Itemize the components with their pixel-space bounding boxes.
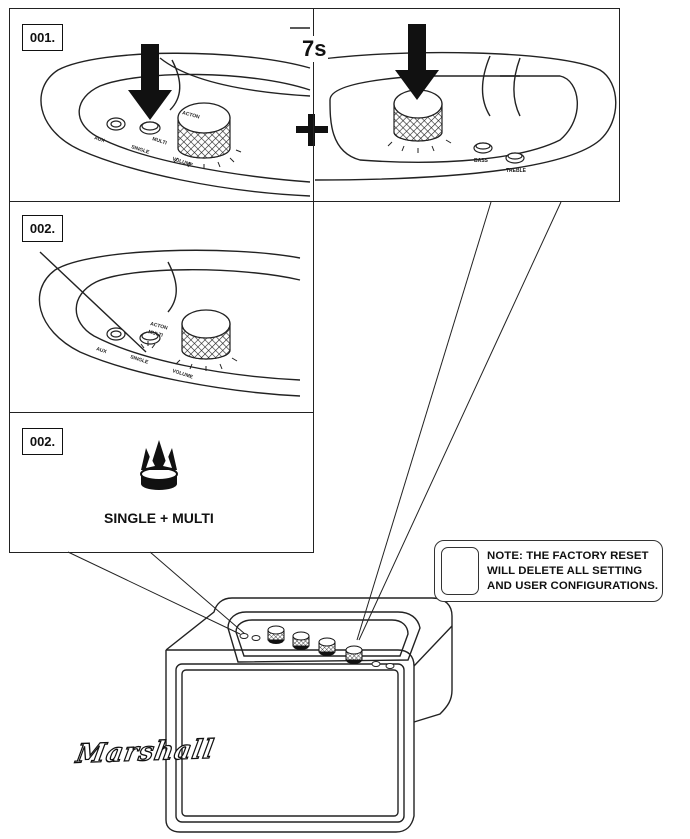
- volume-scale-2-ticks: [175, 357, 238, 371]
- volume-scale-ticks: [173, 149, 242, 169]
- panel-002-illustration: [38, 249, 301, 397]
- label-aux: AUX: [93, 135, 106, 144]
- label-multi-2: MULTI: [147, 329, 164, 339]
- step-002-tag: 002.: [22, 215, 63, 242]
- label-acton-2: ACTON: [149, 321, 168, 331]
- label-single: SINGLE: [130, 144, 150, 156]
- aux-jack-icon: [106, 117, 126, 131]
- led-status-label: SINGLE + MULTI: [104, 510, 214, 526]
- right-small-buttons: [473, 142, 525, 164]
- factory-reset-note: NOTE: THE FACTORY RESET WILL DELETE ALL …: [434, 540, 663, 602]
- step-001-right-panel: [313, 8, 620, 202]
- knob-right-scale: [387, 139, 452, 153]
- label-button-right-1: BASS: [474, 158, 489, 164]
- single-button-icon: [139, 121, 161, 135]
- led-burst-small-icon: [140, 341, 156, 349]
- speaker-small-controls: [239, 633, 395, 669]
- knob-right-icon: [393, 89, 443, 142]
- panel-001-right-illustration: [314, 51, 617, 181]
- step-002b-tag: 002.: [22, 428, 63, 455]
- label-single-2: SINGLE: [129, 354, 149, 366]
- speaker-brand-logo: Marshall: [73, 734, 217, 770]
- label-button-right-2: TREBLE: [506, 168, 527, 174]
- press-arrow-icon: [128, 44, 172, 120]
- step-002b-panel: [9, 412, 314, 553]
- note-icon-frame: [441, 547, 479, 595]
- led-blink-icon: [140, 440, 178, 490]
- volume-knob-icon: [177, 102, 231, 159]
- label-multi: MULTI: [151, 136, 168, 147]
- speaker-knobs: [267, 625, 363, 664]
- note-text: NOTE: THE FACTORY RESET WILL DELETE ALL …: [487, 550, 659, 592]
- hold-duration-label: 7s: [300, 36, 329, 62]
- single-multi-buttons-icon: [139, 331, 161, 345]
- panel-001-left-illustration: [40, 27, 311, 197]
- label-acton: ACTON: [181, 110, 200, 120]
- aux-jack-2-icon: [106, 327, 126, 341]
- press-arrow-right-icon: [395, 24, 439, 100]
- callout-lines: [67, 201, 562, 641]
- speaker-illustration: [165, 597, 453, 833]
- step-001-tag: 001.: [22, 24, 63, 51]
- plus-icon: [296, 114, 328, 146]
- volume-knob-2-icon: [181, 309, 231, 360]
- label-aux-2: AUX: [95, 346, 108, 355]
